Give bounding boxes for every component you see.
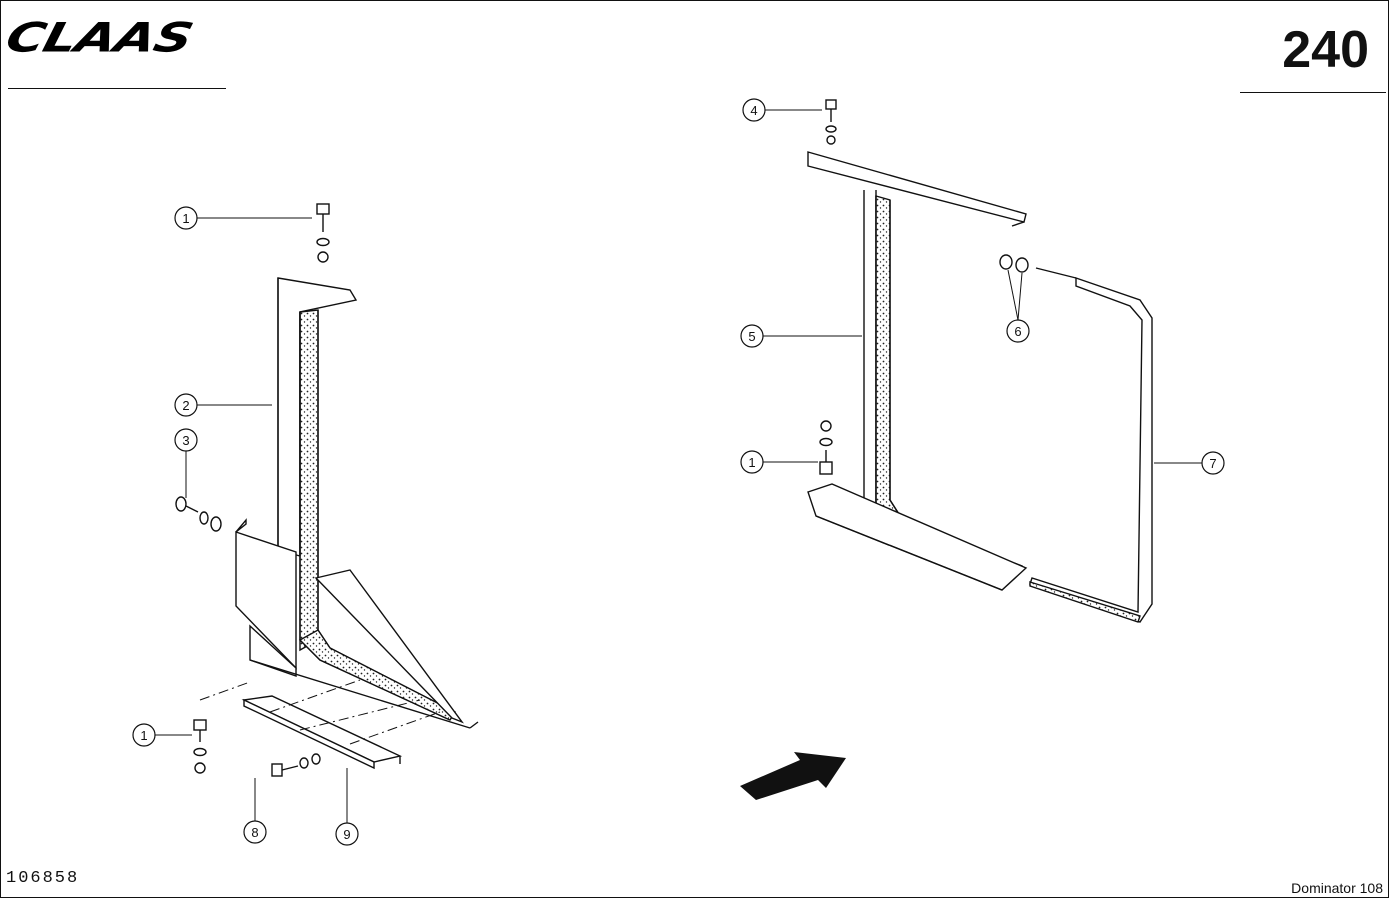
svg-text:9: 9	[343, 827, 350, 842]
callout-2: 2	[174, 393, 272, 417]
svg-text:8: 8	[251, 825, 258, 840]
svg-text:3: 3	[182, 433, 189, 448]
callout-9: 9	[335, 768, 359, 846]
drawing-number: 106858	[6, 869, 80, 888]
svg-text:6: 6	[1014, 324, 1021, 339]
svg-text:1: 1	[140, 728, 147, 743]
callout-4: 4	[742, 98, 822, 122]
left-assembly	[175, 203, 479, 777]
callout-1-lower: 1	[132, 723, 192, 747]
seal-channel-part-2	[235, 277, 479, 729]
seal-frame-part-5	[807, 190, 1028, 591]
callout-1-right: 1	[740, 450, 818, 474]
svg-text:5: 5	[748, 329, 755, 344]
callout-8: 8	[243, 778, 267, 844]
bolt-icon	[819, 420, 833, 475]
angle-bar-part-9	[241, 695, 403, 770]
callout-7: 7	[1154, 451, 1225, 475]
svg-text:1: 1	[748, 455, 755, 470]
header-rule-left	[8, 88, 226, 89]
callout-6: 6	[1006, 269, 1030, 343]
callout-5: 5	[740, 324, 862, 348]
bolt-icon	[193, 719, 207, 774]
right-assembly	[807, 99, 1153, 623]
svg-text:7: 7	[1209, 456, 1216, 471]
bolt-icon	[825, 99, 837, 145]
bolt-icon	[175, 496, 222, 532]
bolt-icon	[271, 753, 321, 777]
direction-arrow-icon	[740, 752, 846, 800]
callout-3: 3	[174, 428, 198, 498]
svg-text:2: 2	[182, 398, 189, 413]
svg-text:4: 4	[750, 103, 757, 118]
callout-1-top: 1	[174, 206, 312, 230]
seal-strip-part-7	[1029, 267, 1153, 623]
bolt-icon	[316, 203, 330, 263]
model-name: Dominator 108	[1291, 880, 1383, 896]
header-rule-right	[1240, 92, 1386, 93]
nut-icon	[999, 254, 1029, 273]
svg-text:1: 1	[182, 211, 189, 226]
page-number: 240	[1282, 21, 1369, 79]
